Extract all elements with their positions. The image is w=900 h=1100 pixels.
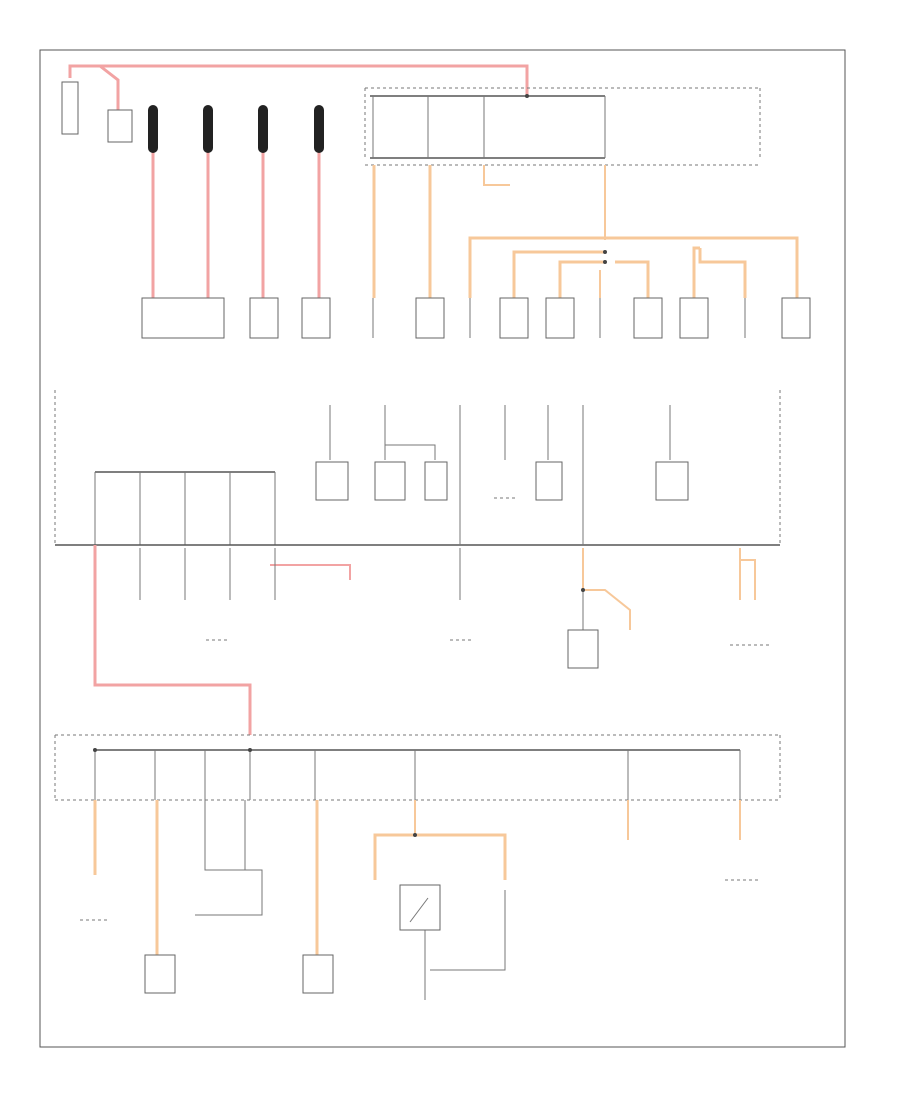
relay-4: [535, 461, 563, 501]
svg-text:⠀: ⠀: [58, 152, 61, 156]
component-l: [302, 954, 334, 994]
middle-feeds: [93, 545, 772, 735]
top-ignition-feeds: [372, 165, 799, 298]
fusible-link-4: [314, 105, 324, 153]
relay-1: [315, 461, 349, 501]
battery-feed: ⠀: [58, 64, 529, 156]
component-c: [301, 297, 331, 339]
instrument-panel-fuse-block: [54, 390, 781, 546]
component-e: [499, 297, 529, 339]
fusible-link-2: [203, 105, 213, 153]
component-d: [415, 297, 445, 339]
bottom-feeds: [80, 800, 760, 1000]
diagram-frame: [39, 49, 846, 1048]
component-a: [141, 297, 225, 339]
relay-5: [655, 461, 689, 501]
starter: [107, 109, 133, 143]
component-i: [781, 297, 811, 339]
relay-2: [374, 461, 406, 501]
component-k: [144, 954, 176, 994]
component-f: [545, 297, 575, 339]
convenience-center: [54, 734, 781, 801]
fusible-link-3: [258, 105, 268, 153]
fusible-link-1: [148, 105, 158, 153]
fusible-links: [148, 105, 324, 298]
junction-dots: [93, 94, 607, 837]
component-h: [679, 297, 709, 339]
component-b: [249, 297, 279, 339]
switch: [399, 884, 441, 931]
battery: [61, 81, 79, 135]
relay-3: [424, 461, 448, 501]
component-g: [633, 297, 663, 339]
underhood-fuse-block: [364, 87, 761, 166]
top-row-components: [141, 297, 811, 339]
component-j: [567, 629, 599, 669]
